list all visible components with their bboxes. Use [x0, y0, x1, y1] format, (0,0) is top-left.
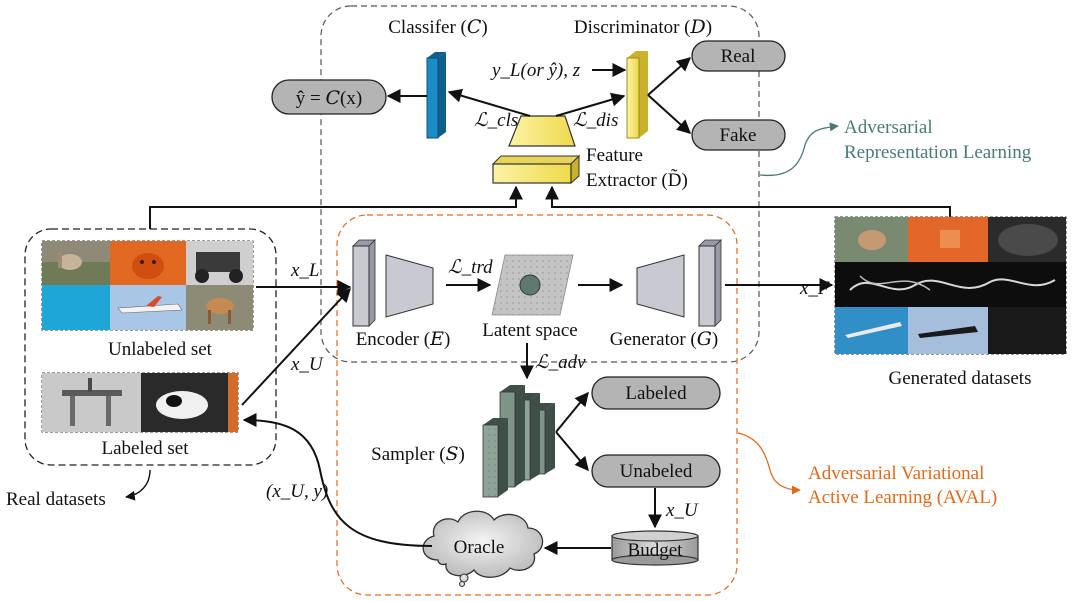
feature-extractor-head: [508, 115, 576, 147]
arl-annotation-1: Adversarial: [844, 117, 933, 138]
svg-text:Real: Real: [721, 46, 756, 67]
aval-curve-arrow: [737, 432, 801, 495]
real-data-to-fe-line: [149, 185, 523, 229]
real-datasets-label: Real datasets: [6, 489, 106, 510]
fe-to-classifier-arrow: [447, 88, 531, 117]
oracle-cloud: Oracle: [422, 510, 544, 587]
unlabeled-pill: Unabeled: [591, 454, 721, 488]
generated-datasets-images: [834, 216, 1067, 355]
encoder-label: Encoder (𝐸): [356, 329, 451, 350]
prediction-pill: ŷ = 𝐶(x): [271, 79, 387, 115]
real-pill: Real: [691, 40, 786, 72]
aval-annotation-2: Active Learning (AVAL): [808, 487, 997, 508]
discriminator-label: Discriminator (𝐷): [574, 17, 712, 38]
disc-input-label: y_L(or ŷ), z: [490, 60, 581, 81]
x-f-label: x_F: [799, 278, 830, 299]
svg-text:Oracle: Oracle: [454, 537, 505, 558]
svg-text:Fake: Fake: [720, 125, 757, 146]
latent-space-label: Latent space: [482, 320, 577, 341]
classifier-block: [426, 52, 446, 139]
oracle-to-labeled-set-arrow: [242, 413, 433, 547]
sampler-to-unlabeled-arrow: [555, 431, 589, 472]
x-u-label: x_U: [290, 354, 324, 375]
loss-adv-label: ℒ_adv: [535, 352, 586, 373]
labeled-set-label: Labeled set: [101, 438, 189, 459]
svg-text:Labeled: Labeled: [625, 383, 687, 404]
x-u-arrow: [241, 287, 351, 406]
generated-datasets-label: Generated datasets: [889, 368, 1032, 389]
svg-text:Budget: Budget: [628, 540, 684, 561]
labeled-pill: Labeled: [591, 376, 721, 410]
unlabeled-set-images: [41, 240, 254, 331]
encoder-block: [352, 239, 434, 327]
labeled-set-images: [41, 372, 239, 433]
generator-block: [636, 239, 722, 327]
disc-to-real-arrow: [647, 57, 692, 96]
feature-extractor-label-1: Feature: [586, 145, 643, 166]
disc-to-fake-arrow: [647, 94, 692, 134]
sampler-to-labeled-arrow: [555, 391, 589, 433]
real-datasets-arrow: [125, 469, 151, 501]
fe-to-discriminator-arrow: [555, 92, 626, 117]
budget-cylinder: Budget: [611, 530, 699, 566]
loss-trd-label: ℒ_trd: [448, 257, 493, 278]
svg-text:ŷ = 𝐶(x): ŷ = 𝐶(x): [296, 88, 362, 109]
arl-curve-arrow: [759, 122, 839, 177]
loss-cls-label: ℒ_cls: [474, 110, 518, 131]
svg-text:Unabeled: Unabeled: [620, 461, 693, 482]
feature-extractor-label-2: Extractor (D̃): [586, 168, 688, 191]
x-l-label: x_L: [290, 260, 320, 281]
aval-group-box: [336, 214, 738, 596]
loss-dis-label: ℒ_dis: [573, 110, 618, 131]
generated-data-to-fe-line: [545, 185, 951, 217]
unlabeled-set-label: Unlabeled set: [108, 339, 213, 360]
feature-extractor-base: [491, 154, 581, 185]
x-u-budget-label: x_U: [665, 500, 699, 521]
arl-group-box: [320, 5, 760, 363]
classifier-label: Classifer (𝐶): [388, 17, 487, 38]
sampler-block: [482, 385, 555, 498]
fake-pill: Fake: [691, 119, 786, 151]
discriminator-block: [626, 51, 648, 139]
sampler-label: Sampler (𝑆): [371, 444, 465, 465]
aval-annotation-1: Adversarial Variational: [808, 463, 984, 484]
generator-label: Generator (𝐺): [610, 329, 719, 350]
arl-annotation-2: Representation Learning: [844, 142, 1032, 163]
latent-space-block: [491, 254, 574, 316]
oracle-output-label: (x_U, y): [266, 481, 328, 502]
